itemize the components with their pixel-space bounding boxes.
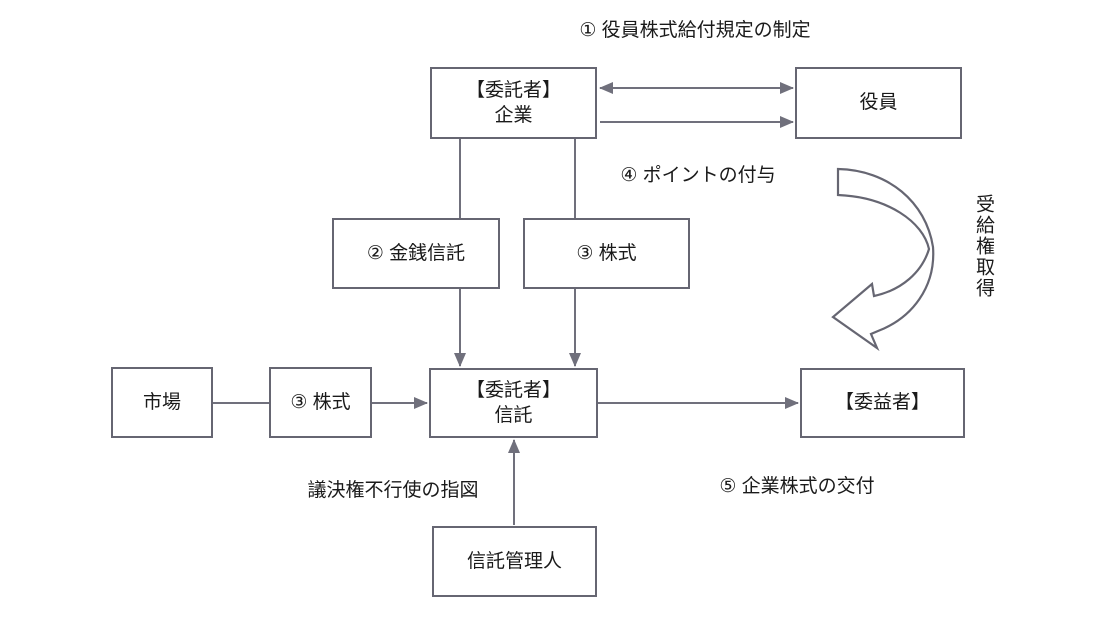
annotation-voting-instruction: 議決権不行使の指図: [307, 480, 479, 501]
node-stock-contribution: ③ 株式: [523, 218, 690, 289]
node-trust-administrator-label: 信託管理人: [466, 550, 562, 572]
annotation-benefit-rights-acquisition: 受給権取得: [973, 194, 994, 299]
node-stock-purchase: ③ 株式: [269, 367, 372, 438]
node-trust-administrator: 信託管理人: [432, 526, 597, 597]
node-trustor-company: 【委託者】 企業: [430, 67, 597, 139]
node-executives-label: 役員: [859, 92, 898, 114]
curved-block-arrow: [831, 167, 935, 352]
node-market: 市場: [111, 367, 213, 438]
node-money-trust: ② 金銭信託: [332, 218, 500, 289]
node-trustor-company-role: 【委託者】: [465, 79, 561, 101]
node-trustor-trust-role: 【委託者】: [465, 379, 561, 401]
node-trustor-company-name: 企業: [494, 105, 533, 126]
node-executives: 役員: [795, 67, 962, 139]
annotation-step5-stock-delivery: ⑤ 企業株式の交付: [719, 476, 875, 497]
node-beneficiary-label: 【委益者】: [834, 392, 930, 414]
node-stock-contribution-label: ③ 株式: [576, 242, 637, 264]
node-beneficiary: 【委益者】: [800, 368, 965, 438]
node-trustor-trust-name: 信託: [494, 405, 533, 426]
node-market-label: 市場: [142, 391, 181, 413]
annotation-step4-points-grant: ④ ポイントの付与: [620, 165, 776, 186]
node-money-trust-label: ② 金銭信託: [366, 242, 466, 264]
node-trustor-trust: 【委託者】 信託: [429, 368, 598, 438]
annotation-step1-regulation: ① 役員株式給付規定の制定: [579, 20, 811, 41]
node-stock-purchase-label: ③ 株式: [290, 391, 351, 413]
